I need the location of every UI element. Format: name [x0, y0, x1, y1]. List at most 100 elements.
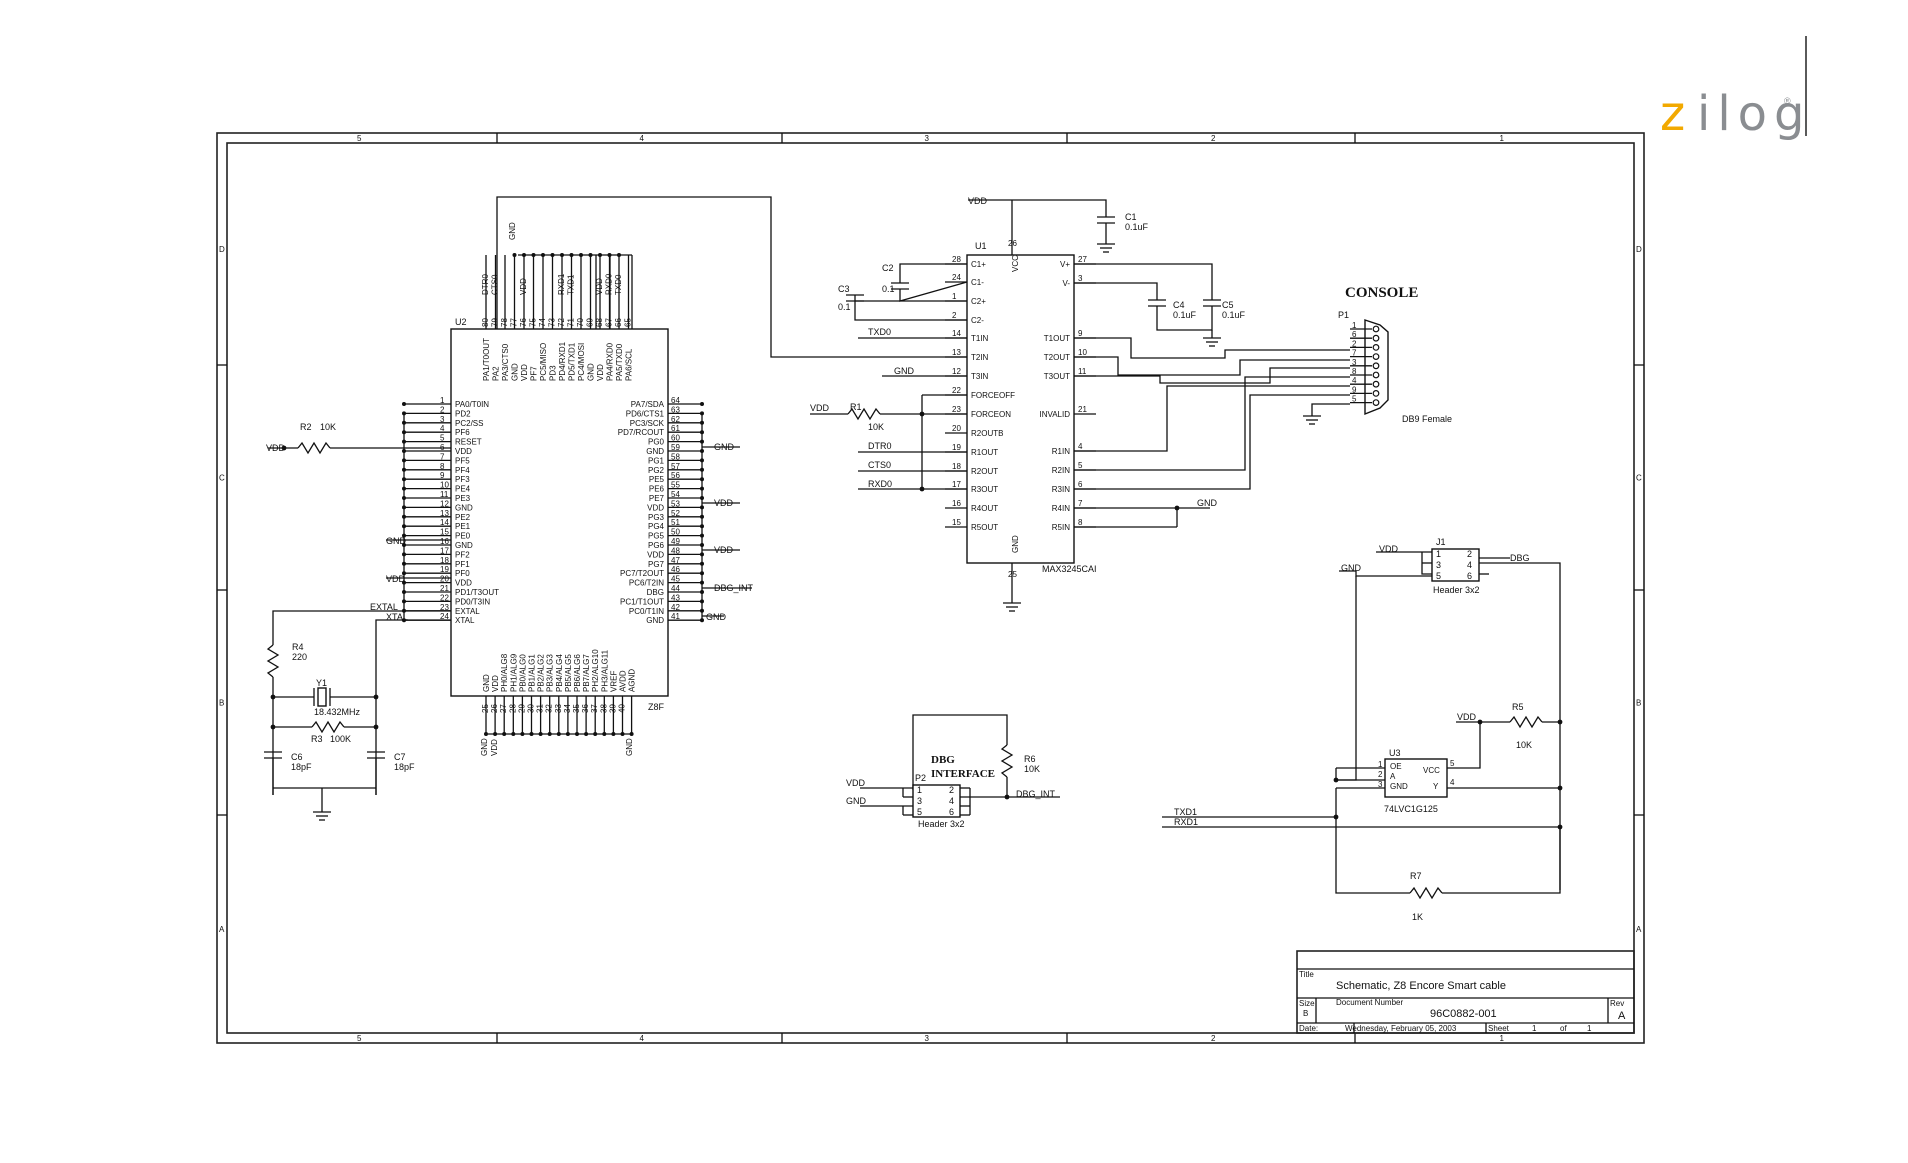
u2-right-pin-name: VDD: [647, 503, 664, 512]
frame-row-label: D: [1636, 245, 1642, 254]
u1-left-pin-number: 23: [952, 405, 961, 414]
u1-net-txd0: TXD0: [868, 327, 891, 337]
u1-right-pin-name: T2OUT: [1044, 353, 1070, 362]
u2-left-pin-number: 11: [440, 490, 449, 499]
c6-value: 18pF: [291, 762, 312, 772]
u2-left-pin-name: PE1: [455, 522, 471, 531]
u1-gnd-label: GND: [1011, 535, 1020, 553]
u2-right-pin-number: 60: [671, 434, 680, 443]
u1-left-pin-name: T2IN: [971, 353, 989, 362]
u2-bottom-pin-name: PB7/ALG7: [582, 654, 591, 692]
u2-bottom-pin-number: 39: [608, 704, 617, 713]
u2-top-net-label: TXD1: [567, 274, 576, 295]
u2-bottom-pin-name: PB1/ALG1: [528, 654, 537, 692]
u1-net-cts0: CTS0: [868, 460, 891, 470]
sheet-value: 1: [1532, 1024, 1537, 1033]
u3-buffer-circuit: VDD R5 10K U3 OE A GND VCC Y 1 2 3 5 4 7…: [1162, 702, 1563, 922]
zilog-logo: z ilog ®: [1660, 36, 1812, 142]
logo-rest: ilog: [1697, 86, 1812, 142]
c3-ref: C3: [838, 284, 850, 294]
u1-left-pin-number: 13: [952, 348, 961, 357]
r5-net-vdd: VDD: [1457, 712, 1477, 722]
u1-supply: VDD C1 0.1uF: [968, 196, 1149, 253]
c1-value: 0.1uF: [1125, 222, 1149, 232]
db9-pin-number: 2: [1352, 339, 1357, 348]
sheet-label: Sheet: [1488, 1024, 1510, 1033]
size-value: B: [1303, 1009, 1308, 1018]
u2-right-pin-name: PD6/CTS1: [626, 409, 665, 418]
u2-left-pin-number: 1: [440, 396, 445, 405]
r2-value: 10K: [320, 422, 336, 432]
u2-left-pin-name: PF1: [455, 560, 470, 569]
db9-pin-number: 7: [1352, 349, 1357, 358]
u2-right-pin-name: PG7: [648, 560, 665, 569]
u2-top-pin-number: 75: [529, 318, 538, 327]
u1-left-pin-number: 12: [952, 367, 961, 376]
u2-left-pin-name: PF0: [455, 569, 470, 578]
u2-right-pin-name: PG0: [648, 438, 665, 447]
dbg-title-2: INTERFACE: [931, 768, 995, 780]
u2-left-pin-name: PF5: [455, 456, 470, 465]
u1-left-pin-number: 22: [952, 386, 961, 395]
u2-top-junction: [512, 253, 517, 257]
p2-net-gnd: GND: [846, 796, 867, 806]
title-value: Schematic, Z8 Encore Smart cable: [1336, 980, 1506, 992]
u2-top-pin-number: 71: [567, 318, 576, 327]
u2-left-network: VDD R2 10K GND VDD EXTAL XTAL R4 220 Y1 …: [264, 413, 451, 821]
u1-transceiver: U1 MAX3245CAI 26 VCC 25 GND 28C1+24C1-1C…: [945, 200, 1097, 612]
u1-right-pin-number: 10: [1078, 348, 1087, 357]
u2-right-pin-number: 53: [671, 499, 680, 508]
frame-row-label: C: [1636, 474, 1642, 483]
xtal-net: XTAL: [386, 612, 408, 622]
u2-right-pin-name: PC3/SCK: [630, 419, 665, 428]
u2-top-pin-name: PA3/CTS0: [501, 343, 510, 381]
c2-value: 0.1: [882, 284, 895, 294]
docnum-label: Document Number: [1336, 998, 1403, 1007]
charge-pump-caps: C2 0.1 C3 0.1: [838, 263, 968, 321]
u2-left-pin-name: PF2: [455, 550, 470, 559]
u2-bottom-pin-name: PB4/ALG4: [555, 654, 564, 692]
db9-pin-number: 6: [1352, 330, 1357, 339]
rev-label: Rev: [1610, 999, 1624, 1008]
u2-bottom-pin-name: PB3/ALG3: [546, 654, 555, 692]
u2-part: Z8F: [648, 702, 665, 712]
r3-value: 100K: [330, 734, 351, 744]
u2-right-pin-name: DBG: [647, 588, 664, 597]
u3-ref: U3: [1389, 748, 1401, 758]
u1-vcc-pin: 26: [1008, 239, 1017, 248]
u3-part: 74LVC1G125: [1384, 804, 1438, 814]
u1-right-pin-name: T3OUT: [1044, 372, 1070, 381]
db9-pin-number: 1: [1352, 321, 1357, 330]
u2-right-pin-number: 44: [671, 584, 680, 593]
u2-left-pin-number: 24: [440, 612, 449, 621]
frame-col-label: 1: [1500, 1034, 1505, 1043]
of-value: 1: [1587, 1024, 1592, 1033]
u2-top-net-label: TXD0: [614, 274, 623, 295]
r5-ref: R5: [1512, 702, 1524, 712]
u2-left-pin-number: 4: [440, 424, 445, 433]
u2-right-pin-name: GND: [646, 447, 664, 456]
u2-bottom-pin-number: 40: [618, 704, 627, 713]
u1-part: MAX3245CAI: [1042, 564, 1097, 574]
j1-pin-1: 1: [1436, 549, 1441, 559]
u1-right-pin-number: 3: [1078, 274, 1083, 283]
u1-left-pin-name: C2-: [971, 316, 984, 325]
u2-left-pin-number: 18: [440, 556, 449, 565]
u2-right-pin-name: PG3: [648, 513, 665, 522]
j1-header: J1 1 3 5 2 4 6 Header 3x2 VDD GND DBG: [1336, 537, 1561, 890]
u1-net-rxd0: RXD0: [868, 479, 892, 489]
date-label: Date:: [1299, 1024, 1318, 1033]
u3-pin-vcc: VCC: [1423, 766, 1440, 775]
frame-row-label: A: [219, 925, 225, 934]
u2-top-pin-number: 68: [595, 318, 604, 327]
u2-left-pin-number: 15: [440, 528, 449, 537]
p2-net-vdd: VDD: [846, 778, 866, 788]
u2-right-pin-number: 63: [671, 405, 680, 414]
u2-right-net-vdd1: VDD: [714, 498, 734, 508]
r6-value: 10K: [1024, 764, 1040, 774]
j1-net-dbg: DBG: [1510, 553, 1530, 563]
db9-pin-number: 5: [1352, 395, 1357, 404]
u2-right-pin-number: 64: [671, 396, 680, 405]
r1-value: 10K: [868, 422, 884, 432]
r4-ref: R4: [292, 642, 304, 652]
